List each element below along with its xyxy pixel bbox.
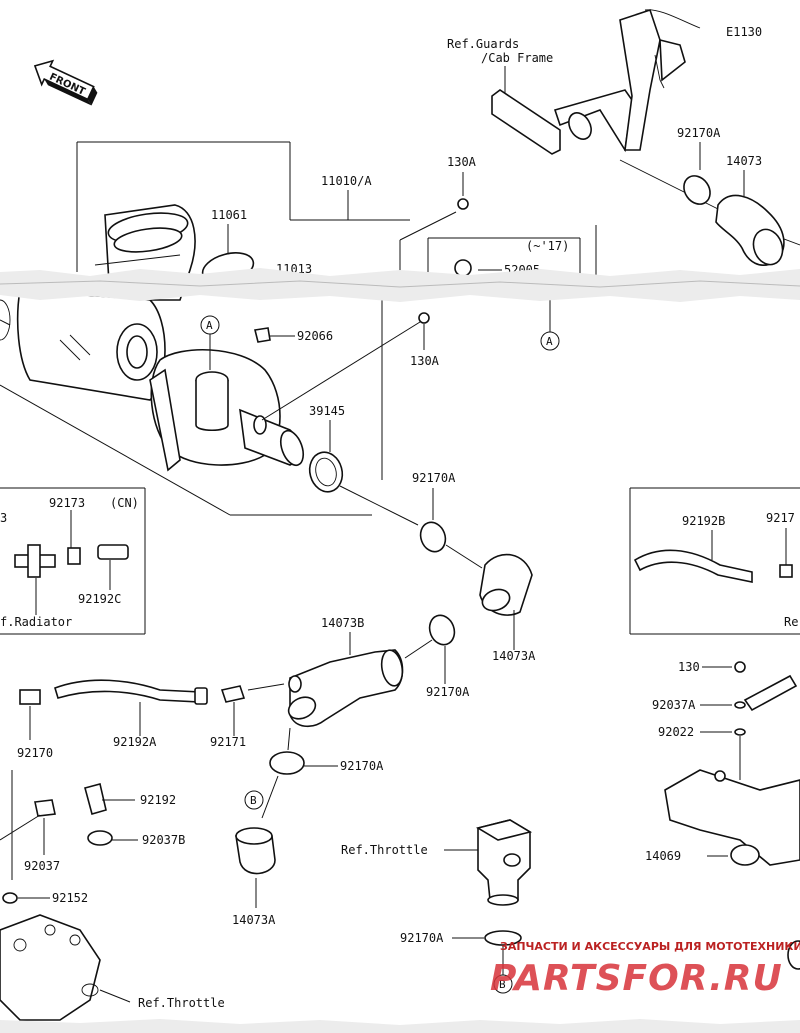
elbow-92192 (84, 783, 107, 815)
era-note: (~'17) (526, 239, 569, 253)
label-92037: 92037 (24, 859, 60, 873)
label-14069: 14069 (645, 849, 681, 863)
label-39145: 39145 (309, 404, 345, 418)
label-92170A-b: 92170A (340, 759, 384, 773)
label-92192A: 92192A (113, 735, 157, 749)
front-arrow-icon: FRONT (33, 59, 98, 106)
ref-cab-frame-label: /Cab Frame (481, 51, 553, 65)
washer-92037A (734, 701, 746, 709)
ref-radiator-label: f.Radiator (0, 615, 72, 629)
label-9217-right: 9217 (766, 511, 795, 525)
intake-housing (149, 348, 305, 472)
strap-92037A (743, 674, 798, 712)
label-92192: 92192 (140, 793, 176, 807)
label-92171: 92171 (210, 735, 246, 749)
label-cn: (CN) (110, 496, 139, 510)
callout-a-right: A (546, 335, 553, 348)
cap-52005 (454, 259, 472, 277)
washer-92152 (2, 892, 18, 904)
clamp-92170A-b (269, 751, 305, 775)
label-130: 130 (678, 660, 700, 674)
nut-92066 (254, 327, 271, 343)
label-14073A-mid: 14073A (492, 649, 536, 663)
right-hose-box (629, 487, 800, 635)
label-92170A-bottom: 92170A (400, 931, 444, 945)
ref-throttle-mid: Ref.Throttle (341, 843, 428, 857)
label-14073: 14073 (726, 154, 762, 168)
bolt-130 (734, 661, 746, 673)
callout-a-left: A (206, 319, 213, 332)
throttle-body-left (0, 914, 101, 1021)
clip-92171 (220, 685, 246, 703)
ref-throttle-bottom: Ref.Throttle (138, 996, 225, 1010)
label-92152: 92152 (52, 891, 88, 905)
clamp-92170A-mid (419, 521, 447, 553)
label-14073B: 14073B (321, 616, 364, 630)
label-92173: 92173 (49, 496, 85, 510)
hose-14073A-b (235, 835, 276, 875)
label-92170A-low: 92170A (426, 685, 470, 699)
label-92037A: 92037A (652, 698, 696, 712)
clamp-92037B (87, 830, 113, 846)
ref-right-label: Re (784, 615, 798, 629)
label-11061: 11061 (211, 208, 247, 222)
label-92192C: 92192C (78, 592, 121, 606)
label-92170: 92170 (17, 746, 53, 760)
bracket-14069 (664, 769, 800, 866)
hose-92192A (54, 679, 201, 703)
hose-14073B (289, 649, 404, 728)
clamp-92170A-low (428, 614, 456, 646)
label-92037B: 92037B (142, 833, 185, 847)
label-92170A-top: 92170A (677, 126, 721, 140)
torn-band (0, 268, 800, 1033)
label-14073A-b: 14073A (232, 913, 276, 927)
radiator-hose-box (0, 487, 146, 635)
label-92170A-mid: 92170A (412, 471, 456, 485)
cab-frame-bracket (491, 8, 800, 246)
clamp-92170A-bottom (484, 930, 522, 946)
bolt-130A-mid (418, 312, 430, 324)
callout-b-left: B (250, 794, 257, 807)
throttle-body-mid (475, 819, 533, 906)
label-130A-mid: 130A (410, 354, 440, 368)
label-92192B: 92192B (682, 514, 725, 528)
label-11010A: 11010/A (321, 174, 372, 188)
watermark-tagline: ЗАПЧАСТИ И АКСЕССУАРЫ ДЛЯ МОТОТЕХНИКИ (500, 940, 800, 953)
assembly-bracket-lines (0, 141, 597, 516)
diagram-code: E1130 (726, 25, 762, 39)
callout-b-bottom: B (499, 978, 506, 991)
label-3-left: 3 (0, 511, 7, 525)
washer-92022 (734, 728, 746, 736)
clip-92037 (34, 799, 56, 817)
duct-39145 (308, 451, 344, 493)
watermark-brand: PARTSFOR.RU (490, 958, 783, 999)
ref-guards-label: Ref.Guards (447, 37, 519, 51)
clamp-92170A-top (683, 175, 711, 205)
label-92066: 92066 (297, 329, 333, 343)
bolt-130A-top (457, 198, 469, 210)
label-92022: 92022 (658, 725, 694, 739)
label-130A-top: 130A (447, 155, 477, 169)
